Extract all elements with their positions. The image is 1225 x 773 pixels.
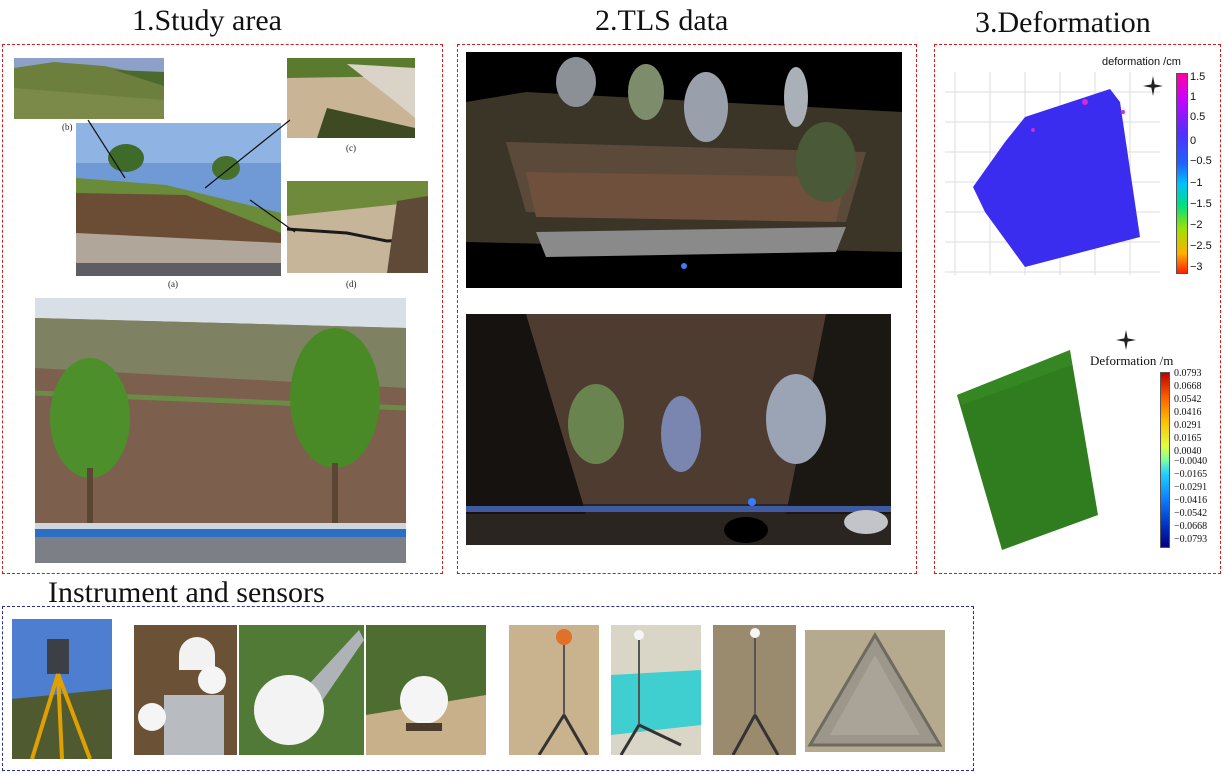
section-title-tls-data: 2.TLS data [595, 4, 729, 37]
photo-c-slab [287, 58, 415, 138]
photo-target-tripod-3 [713, 625, 796, 755]
colorbar-title-cm: deformation /cm [1102, 56, 1181, 68]
north-arrow-icon [1143, 76, 1163, 96]
section-title-deformation: 3.Deformation [975, 6, 1151, 39]
section-title-instruments: Instrument and sensors [48, 576, 325, 609]
photo-sensor-sphere-solar [239, 625, 364, 755]
photo-target-tripod-2 [611, 625, 701, 755]
study-area-panel [2, 44, 443, 574]
deformation-map-m [952, 345, 1102, 555]
instruments-panel [2, 606, 974, 771]
colorbar-m [1160, 372, 1170, 548]
caption-c: (c) [346, 143, 356, 153]
photo-concrete-marker [805, 630, 945, 752]
caption-a: (a) [168, 279, 178, 289]
colorbar-cm [1176, 73, 1188, 274]
deformation-panel [934, 44, 1221, 574]
photo-tls-scanner-tripod [12, 619, 112, 759]
photo-d-crack [287, 181, 428, 273]
north-arrow-icon-2 [1116, 330, 1136, 350]
caption-b: (b) [62, 122, 73, 132]
photo-target-tripod-1 [509, 625, 599, 755]
photo-sensor-sphere-ground [366, 625, 486, 755]
tls-point-cloud-top [466, 52, 902, 288]
tls-point-cloud-bottom [466, 314, 891, 545]
colorbar-title-m: Deformation /m [1090, 353, 1174, 368]
photo-b-grass-slope [14, 58, 164, 119]
deformation-map-cm [945, 72, 1160, 275]
photo-gnss-station [134, 625, 237, 755]
section-title-study-area: 1.Study area [132, 4, 282, 37]
photo-a-slope-overview [76, 123, 281, 276]
photo-slope-with-trees [35, 298, 406, 563]
tls-data-panel [457, 44, 917, 574]
caption-d: (d) [346, 279, 357, 289]
